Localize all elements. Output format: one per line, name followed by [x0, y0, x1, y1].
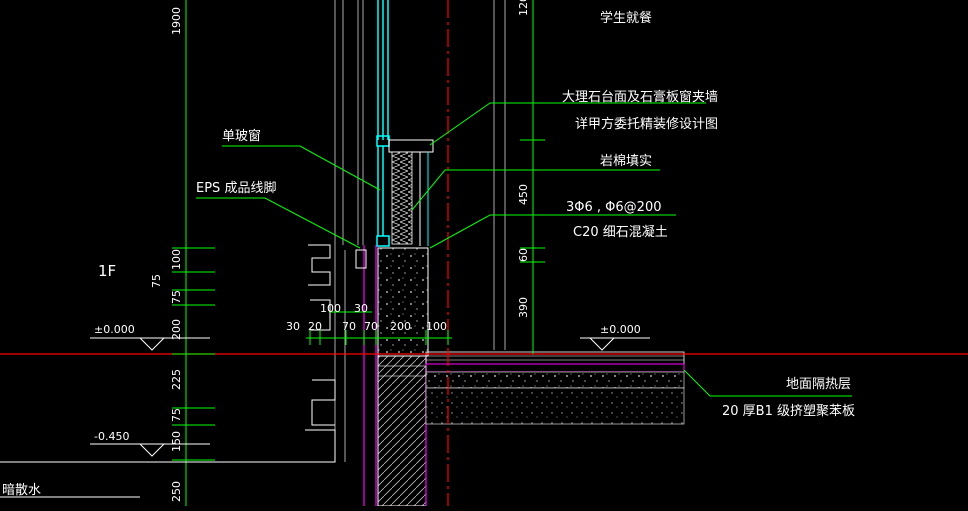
dim-top-30: 30 — [354, 302, 368, 315]
label-marble-sill-2: 详甲方委托精装修设计图 — [575, 116, 718, 132]
dim-right-390: 390 — [517, 297, 530, 318]
dim-left-150: 150 — [170, 431, 183, 452]
dimension-lines — [172, 0, 545, 506]
label-marble-sill-1: 大理石台面及石膏板窗夹墙 — [562, 89, 718, 105]
label-level-zero-left: ±0.000 — [94, 323, 135, 336]
leader-lines — [196, 102, 852, 397]
dim-left-1900: 1900 — [170, 7, 183, 35]
dim-left-100: 100 — [170, 249, 183, 270]
dim-bottom-200: 200 — [390, 320, 411, 333]
label-floor-1f: 1F — [98, 262, 116, 280]
dim-left-250: 250 — [170, 481, 183, 502]
label-rock-wool: 岩棉填实 — [600, 154, 652, 169]
label-single-window: 单玻窗 — [222, 128, 261, 144]
dim-bottom-20: 20 — [308, 320, 322, 333]
label-floor-insulation-2: 20 厚B1 级挤塑聚苯板 — [722, 404, 855, 419]
window-sill-assembly — [388, 139, 434, 246]
label-eps-skirting: EPS 成品线脚 — [196, 180, 276, 196]
dim-top-100: 100 — [320, 302, 341, 315]
label-level-minus: -0.450 — [94, 430, 129, 443]
label-student-dining: 学生就餐 — [600, 10, 652, 26]
floor-layers — [377, 351, 685, 425]
dims-horizontal: 100 30 30 20 70 70 200 100 — [286, 302, 447, 333]
dim-left-75a: 75 — [150, 274, 163, 288]
dim-left-200: 200 — [170, 319, 183, 340]
dim-right-120: 120 — [517, 0, 530, 16]
brick-wall-hatch — [377, 355, 427, 507]
window-frame — [376, 0, 390, 247]
dim-right-60: 60 — [517, 248, 530, 262]
dims-left: 1900 100 75 75 200 225 75 150 250 — [150, 7, 183, 502]
labels: 学生就餐 大理石台面及石膏板窗夹墙 详甲方委托精装修设计图 岩棉填实 3Φ6 ,… — [2, 10, 855, 498]
dim-left-225: 225 — [170, 369, 183, 390]
dim-left-75c: 75 — [170, 408, 183, 422]
dim-bottom-70b: 70 — [364, 320, 378, 333]
label-floor-insulation-1: 地面隔热层 — [786, 377, 851, 392]
dims-right: 120 450 60 390 — [517, 0, 530, 318]
concrete-sill — [377, 247, 429, 357]
label-level-zero-right: ±0.000 — [600, 323, 641, 336]
dim-left-75b: 75 — [170, 290, 183, 304]
label-concrete: C20 细石混凝土 — [573, 224, 668, 240]
label-rebar: 3Φ6 , Φ6@200 — [566, 200, 662, 215]
dim-bottom-70a: 70 — [342, 320, 356, 333]
ground-lines — [0, 337, 650, 498]
label-apron: 暗散水 — [2, 483, 41, 498]
dim-right-450: 450 — [517, 184, 530, 205]
dim-bottom-30: 30 — [286, 320, 300, 333]
dim-bottom-100: 100 — [426, 320, 447, 333]
